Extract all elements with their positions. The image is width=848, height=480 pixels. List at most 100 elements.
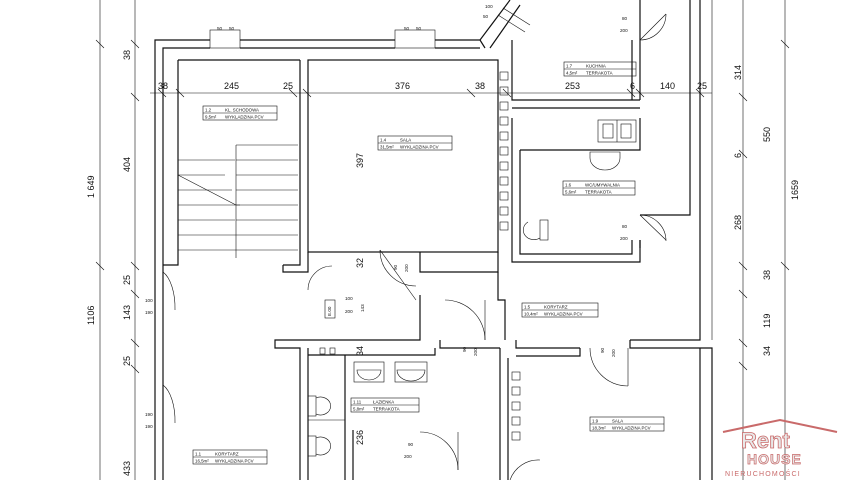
svg-text:TERRAKOTA: TERRAKOTA	[586, 71, 613, 76]
dim-left-433: 433	[122, 461, 132, 476]
vent1-label: 50	[217, 26, 223, 31]
dim-left-38: 38	[122, 50, 132, 60]
opening-labels: 50 50 50 50 100 50 80 200 80 200 90 200 …	[145, 4, 628, 459]
svg-text:1.7: 1.7	[566, 64, 573, 69]
dim-top-25b: 25	[697, 81, 707, 91]
dim-top-253: 253	[565, 81, 580, 91]
wc-door-a: 80	[622, 224, 628, 229]
svg-text:5,6m²: 5,6m²	[565, 190, 577, 195]
wc-door-b: 200	[620, 236, 628, 241]
svg-text:WC/UMYWALNIA: WC/UMYWALNIA	[585, 183, 620, 188]
sala-door-b: 200	[404, 264, 409, 272]
svg-text:WYKLADZINA PCV: WYKLADZINA PCV	[400, 145, 439, 150]
kitchen-door-b: 200	[620, 28, 628, 33]
svg-text:18,3m²: 18,3m²	[592, 426, 606, 431]
left-door1-a: 100	[145, 298, 153, 303]
svg-text:9,5m²: 9,5m²	[205, 115, 217, 120]
svg-text:WYKLADZINA PCV: WYKLADZINA PCV	[612, 426, 651, 431]
sala-door-a: 90	[393, 264, 398, 270]
room-label-lazienka: 1.11 ŁAZIENKA 5,8m² TERRAKOTA	[350, 397, 420, 413]
vent2b-label: 50	[416, 26, 422, 31]
room-label-kuchnia: 1.7 KUCHNIA 4,5m² TERRAKOTA	[563, 61, 637, 77]
dim-left-143: 143	[122, 305, 132, 320]
svg-text:1.5: 1.5	[524, 305, 531, 310]
dim-right-38: 38	[762, 270, 772, 280]
room-label-sala1: 1.4 SALA 31,5m² WYKLADZINA PCV	[377, 135, 453, 151]
svg-text:WYKLADZINA PCV: WYKLADZINA PCV	[544, 312, 583, 317]
dim-top-140: 140	[660, 81, 675, 91]
svg-text:31,5m²: 31,5m²	[380, 145, 394, 150]
dim-inner-34: 34	[355, 346, 365, 356]
dim-inner-32: 32	[355, 258, 365, 268]
svg-text:4,5m²: 4,5m²	[566, 71, 578, 76]
svg-text:KORYTARZ: KORYTARZ	[544, 305, 568, 310]
vent1b-label: 50	[229, 26, 235, 31]
room-label-korytarz1: 1.5 KORYTARZ 10,4m² WYKLADZINA PCV	[521, 302, 599, 318]
svg-text:1.2: 1.2	[205, 108, 212, 113]
closet-door-a: 100	[345, 296, 353, 301]
logo-text-rent: Rent	[741, 428, 791, 453]
svg-text:1.1: 1.1	[195, 452, 202, 457]
svg-text:10,4m²: 10,4m²	[524, 312, 538, 317]
vent2-label: 50	[404, 26, 410, 31]
dim-inner-236: 236	[355, 430, 365, 445]
closet-door-b: 200	[345, 309, 353, 314]
svg-text:1.11: 1.11	[353, 400, 362, 405]
dim-right-550: 550	[762, 127, 772, 142]
dim-left-1106: 1106	[86, 306, 96, 325]
svg-text:WYKLADZINA PCV: WYKLADZINA PCV	[215, 459, 254, 464]
dim-left-404: 404	[122, 157, 132, 172]
svg-text:1.6: 1.6	[565, 183, 572, 188]
dim-right-119: 119	[762, 314, 772, 328]
logo-text-subtitle: NIERUCHOMOŚCI	[725, 469, 801, 478]
dim-left-25a: 25	[122, 275, 132, 285]
room-label-stairs: 1.2 KL. SCHODOWA 9,5m² WYKLADZINA PCV	[202, 105, 278, 121]
dim-left-1649: 1 649	[86, 175, 96, 198]
svg-text:5,8m²: 5,8m²	[353, 407, 365, 412]
bay-label-a: 100	[485, 4, 493, 9]
roof-icon	[722, 418, 838, 433]
left-door2-a: 190	[145, 412, 153, 417]
dim-right-6: 6	[733, 153, 743, 158]
dim-right-268: 268	[733, 215, 743, 230]
dim-right-34: 34	[762, 346, 772, 356]
kitchen-door-a: 80	[622, 16, 628, 21]
room-label-sala2: 1.9 SALA 18,3m² WYKLADZINA PCV	[589, 416, 665, 432]
dimension-lines	[95, 0, 790, 480]
dimension-texts: 245 25 38 376 38 253 6 140 25 38 404 1 6…	[86, 50, 800, 476]
room-label-korytarz2: 1.1 KORYTARZ 16,5m² WYKLADZINA PCV	[192, 449, 268, 465]
svg-text:TERRAKOTA: TERRAKOTA	[373, 407, 400, 412]
corridor-door-a: 90	[462, 346, 467, 352]
svg-text:1.9: 1.9	[592, 419, 599, 424]
dim-right-1659: 1659	[790, 180, 800, 200]
dim-top-245: 245	[224, 81, 239, 91]
svg-text:TERRAKOTA: TERRAKOTA	[585, 190, 612, 195]
dim-right-314: 314	[733, 65, 743, 80]
svg-text:KL. SCHODOWA: KL. SCHODOWA	[225, 108, 259, 113]
bath-door-a: 90	[408, 442, 414, 447]
logo-text-house: HOUSE	[747, 451, 802, 467]
dim-inner-397: 397	[355, 153, 365, 168]
dim-top-38b: 38	[475, 81, 485, 91]
svg-text:16,5m²: 16,5m²	[195, 459, 209, 464]
sala2-door-b: 200	[611, 349, 616, 357]
closet-door-c: 143	[360, 304, 365, 312]
svg-text:KUCHNIA: KUCHNIA	[586, 64, 606, 69]
doors	[162, 13, 667, 480]
svg-text:SALA: SALA	[400, 138, 411, 143]
dim-top-376: 376	[395, 81, 410, 91]
walls	[154, 0, 713, 480]
svg-text:ŁAZIENKA: ŁAZIENKA	[373, 400, 394, 405]
dim-top-25a: 25	[283, 81, 293, 91]
svg-text:WYKLADZINA PCV: WYKLADZINA PCV	[225, 115, 264, 120]
sala2-door-a: 90	[600, 347, 605, 353]
svg-text:SALA: SALA	[612, 419, 623, 424]
svg-text:KORYTARZ: KORYTARZ	[215, 452, 239, 457]
left-door2-b: 190	[145, 424, 153, 429]
room-label-wc: 1.6 WC/UMYWALNIA 5,6m² TERRAKOTA	[562, 180, 636, 196]
bay-label-b: 50	[483, 14, 489, 19]
closet-label: E.00	[327, 306, 332, 316]
svg-text:1.4: 1.4	[380, 138, 387, 143]
dim-left-25b: 25	[122, 356, 132, 366]
